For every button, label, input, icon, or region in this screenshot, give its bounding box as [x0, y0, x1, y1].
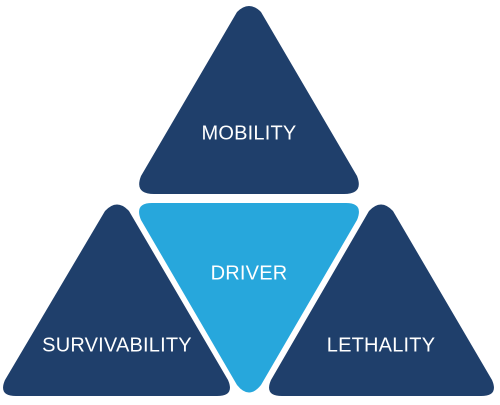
mobility-triangle: [139, 6, 359, 194]
lethality-triangle: [269, 204, 494, 396]
lethality-label: LETHALITY: [326, 334, 436, 357]
mobility-label: MOBILITY: [201, 122, 297, 145]
driver-label: DRIVER: [210, 262, 288, 285]
driver-triangle: [139, 203, 359, 393]
survivability-label: SURVIVABILITY: [42, 334, 192, 357]
survivability-triangle: [3, 204, 230, 396]
